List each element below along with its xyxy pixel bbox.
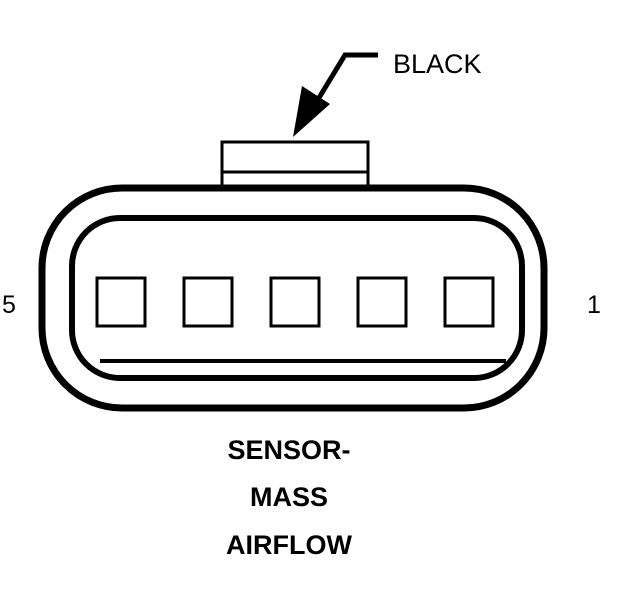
pin-terminal-5 (95, 276, 147, 328)
pin-number-left: 5 (2, 291, 16, 319)
callout-leader-line (311, 52, 378, 108)
pin-terminal-1 (443, 276, 495, 328)
component-title-line-1: SENSOR- (227, 435, 350, 465)
component-title-line-2: MASS (250, 482, 328, 512)
component-title: SENSOR- MASS AIRFLOW (226, 435, 352, 560)
connector-lock-tab (220, 140, 370, 192)
pin-terminal-4 (182, 276, 234, 328)
color-callout (293, 52, 378, 137)
pin-terminal-3 (269, 276, 321, 328)
callout-arrowhead (293, 86, 330, 137)
connector-color-label: BLACK (393, 49, 482, 79)
pin-number-right: 1 (587, 291, 601, 319)
pin-terminal-2 (356, 276, 408, 328)
pin-terminals (95, 276, 495, 328)
component-title-line-3: AIRFLOW (226, 530, 352, 560)
